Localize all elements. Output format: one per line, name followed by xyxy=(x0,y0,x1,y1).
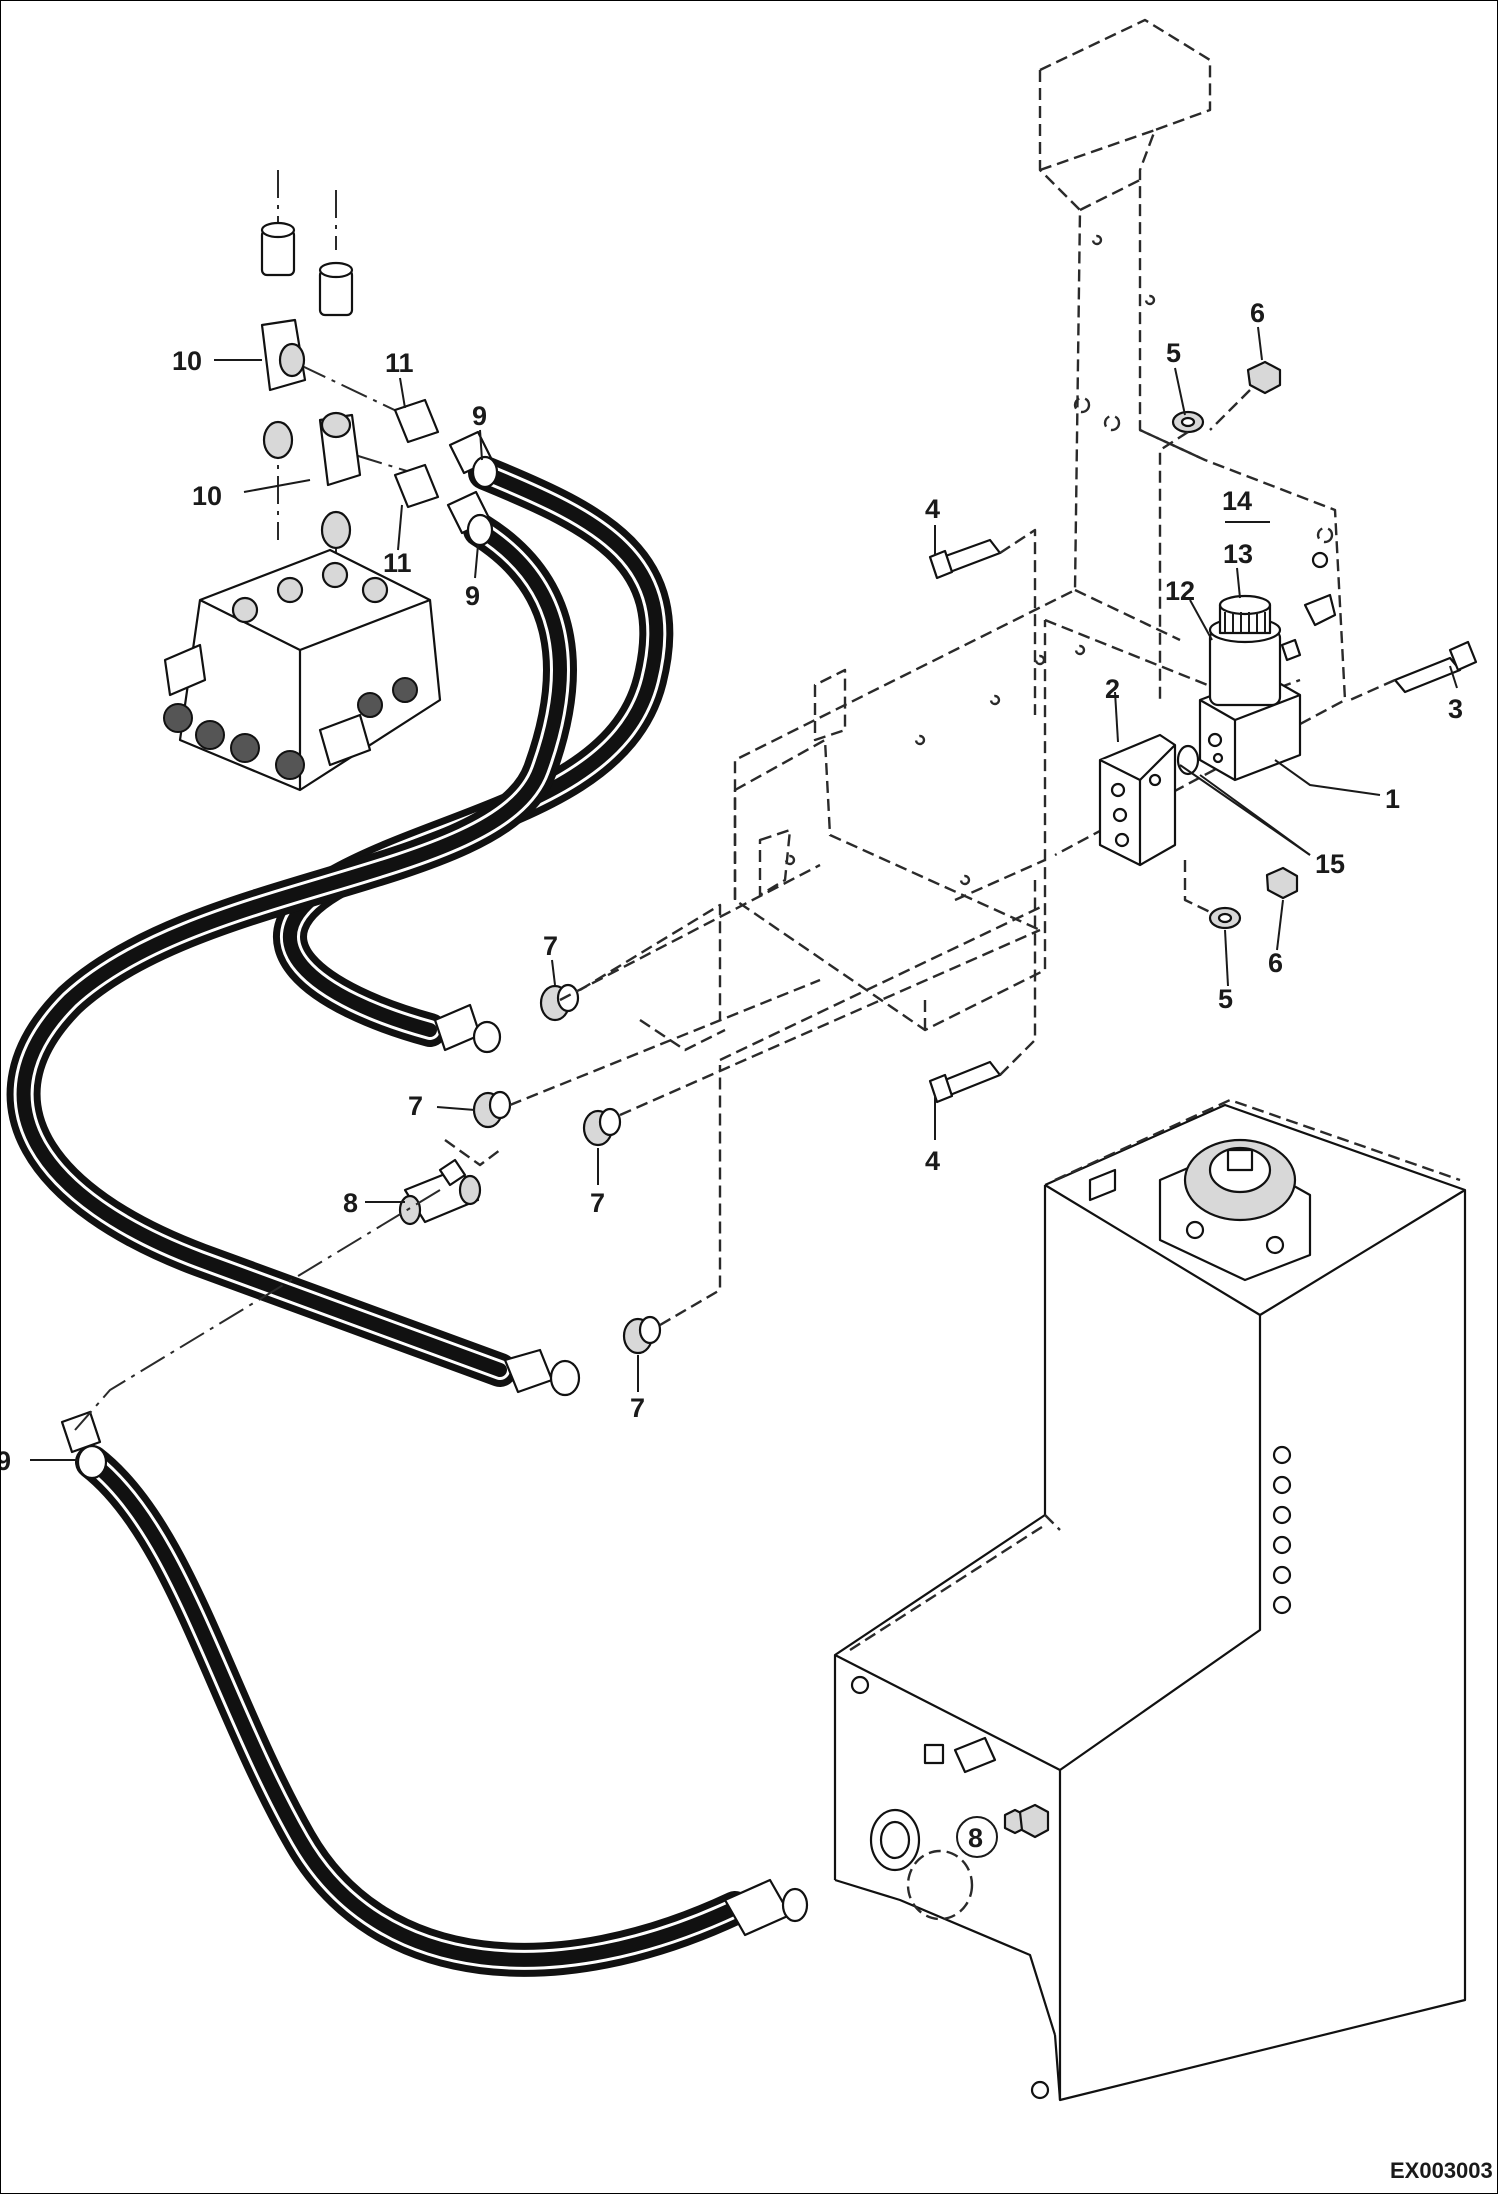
adapters xyxy=(472,983,662,1355)
callout-9c: 9 xyxy=(0,1446,11,1476)
callout-10b: 10 xyxy=(192,481,222,511)
callout-8a: 8 xyxy=(343,1188,358,1218)
connection-phantoms xyxy=(74,170,1046,1431)
tee-fittings-upper xyxy=(260,221,440,550)
callout-5b: 5 xyxy=(1218,984,1233,1014)
callout-4a: 4 xyxy=(925,494,940,524)
callout-6b: 6 xyxy=(1268,948,1283,978)
manifold-plate xyxy=(1098,733,1200,867)
hose-fittings xyxy=(60,430,809,1937)
callout-9a: 9 xyxy=(472,401,487,431)
callout-13: 13 xyxy=(1223,539,1253,569)
callout-7c: 7 xyxy=(590,1188,605,1218)
hydraulic-tank xyxy=(833,1098,1467,2102)
callout-7b: 7 xyxy=(408,1091,423,1121)
callout-11b: 11 xyxy=(383,548,412,578)
solenoid-valve-assembly xyxy=(1198,551,1337,782)
callout-10a: 10 xyxy=(172,346,202,376)
washer-nut-lower xyxy=(1183,860,1299,930)
drawing-code: EX003003 xyxy=(1390,2158,1493,2183)
bolt-upper xyxy=(928,528,1037,715)
bolt-right xyxy=(1349,640,1478,702)
callouts: 1 2 3 4 4 5 5 6 6 7 7 7 7 8 8 9 9 9 10 1… xyxy=(0,298,1493,2183)
callout-9b: 9 xyxy=(465,581,480,611)
callout-6a: 6 xyxy=(1250,298,1265,328)
callout-3: 3 xyxy=(1448,694,1463,724)
tee-fitting xyxy=(398,1158,482,1226)
callout-15: 15 xyxy=(1315,849,1345,879)
callout-11a: 11 xyxy=(385,348,414,378)
washer-nut-upper xyxy=(1158,360,1282,700)
callout-12: 12 xyxy=(1165,576,1195,606)
hose-tank xyxy=(75,1445,752,1977)
callout-7d: 7 xyxy=(630,1393,645,1423)
callout-8b: 8 xyxy=(968,1823,983,1853)
control-valve-block xyxy=(163,548,442,792)
callout-1: 1 xyxy=(1385,784,1400,814)
callout-7a: 7 xyxy=(543,931,558,961)
callout-14: 14 xyxy=(1222,486,1252,516)
bolt-lower xyxy=(928,880,1037,1104)
callout-2: 2 xyxy=(1105,674,1120,704)
upper-frame-phantom xyxy=(733,18,1347,1032)
callout-5a: 5 xyxy=(1166,338,1181,368)
leader-lines xyxy=(30,326,1458,1858)
callout-4b: 4 xyxy=(925,1146,940,1176)
